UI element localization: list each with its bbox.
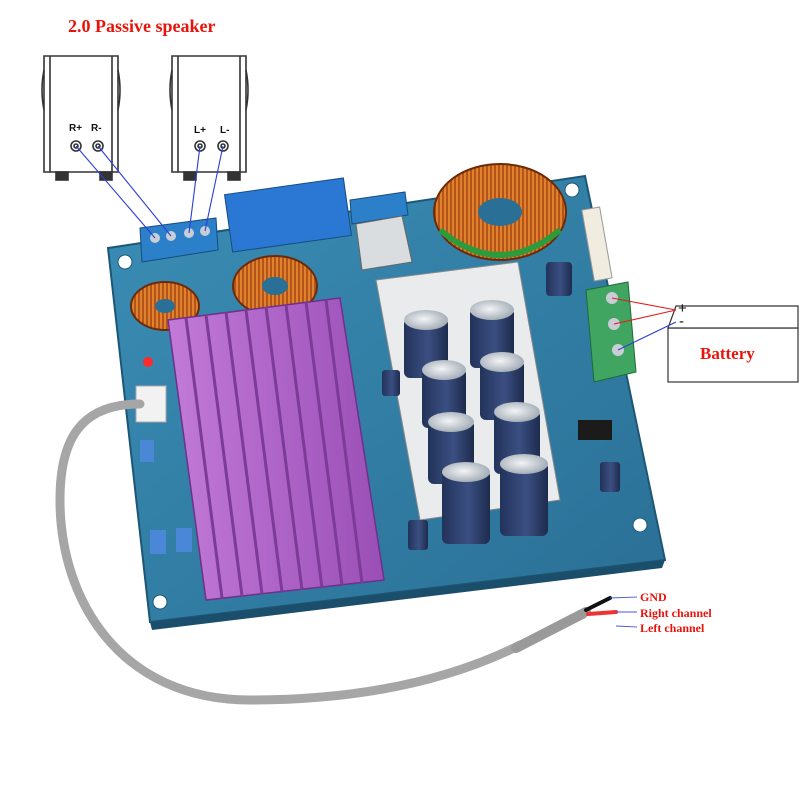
voltage-regulator: [355, 215, 413, 271]
terminal-label-r-minus: R-: [91, 123, 102, 134]
capacitor-bank: [404, 300, 548, 544]
battery-minus-sign: -: [679, 313, 684, 330]
input-cable-sheath-end: [511, 607, 591, 653]
input-wire-leaders: [609, 596, 638, 628]
battery-plus-sign: +: [678, 300, 687, 317]
small-components: [140, 357, 612, 554]
input-wire-ends: [584, 596, 618, 628]
wire-label-left-channel: Left channel: [640, 621, 705, 635]
fuse: [581, 206, 613, 282]
relay: [223, 177, 353, 253]
terminal-label-l-minus: L-: [220, 125, 230, 136]
speaker-right: [41, 55, 121, 181]
speaker-wires: [75, 145, 224, 239]
speaker-terminal-block: [139, 217, 219, 263]
toroid-inductor-large: [433, 163, 567, 261]
battery: [667, 305, 799, 383]
battery-terminal-block: [585, 281, 637, 383]
wire-label-gnd: GND: [640, 590, 667, 604]
purple-heatsink: [167, 297, 385, 601]
small-capacitors: [382, 262, 620, 550]
terminal-label-l-plus: L+: [194, 125, 206, 136]
diagram-title: 2.0 Passive speaker: [68, 16, 216, 36]
speaker-left: [169, 55, 249, 181]
input-cable: [55, 399, 525, 705]
power-terminal-small: [349, 191, 409, 225]
battery-label: Battery: [700, 344, 755, 363]
wire-label-right-channel: Right channel: [640, 606, 712, 620]
battery-wires: [611, 297, 677, 351]
terminal-label-r-plus: R+: [69, 123, 83, 134]
